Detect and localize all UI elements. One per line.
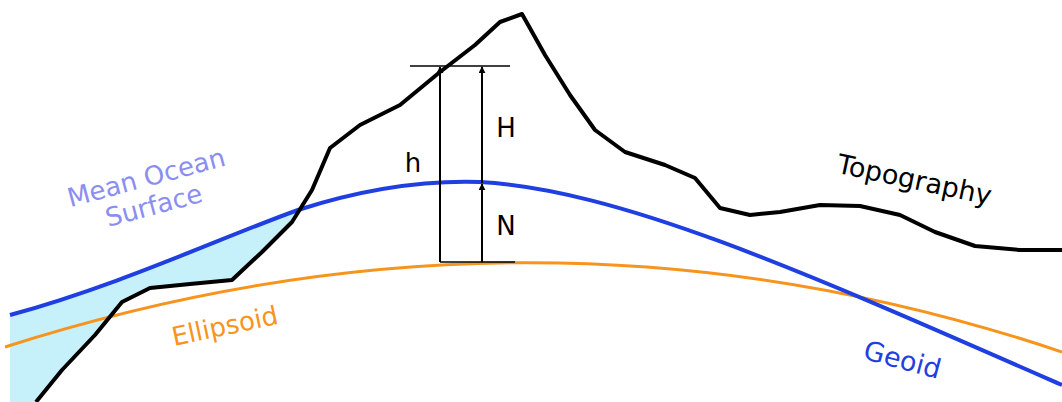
N-arrow — [481, 184, 483, 262]
surface-label: Geoid — [860, 335, 944, 384]
height-symbol: h — [405, 149, 421, 178]
surface-label: Mean Ocean Surface — [46, 138, 254, 245]
height-symbol: H — [496, 114, 516, 143]
topography-line — [36, 14, 1062, 402]
top-tick — [410, 65, 510, 67]
ellipsoid-tick — [440, 261, 515, 263]
h-arrow — [439, 67, 441, 262]
H-arrow — [481, 67, 483, 183]
surface-label: Topography — [835, 149, 995, 211]
surface-label: Ellipsoid — [169, 301, 280, 351]
height-symbol: N — [496, 212, 515, 241]
ellipsoid-curve — [5, 263, 1062, 352]
